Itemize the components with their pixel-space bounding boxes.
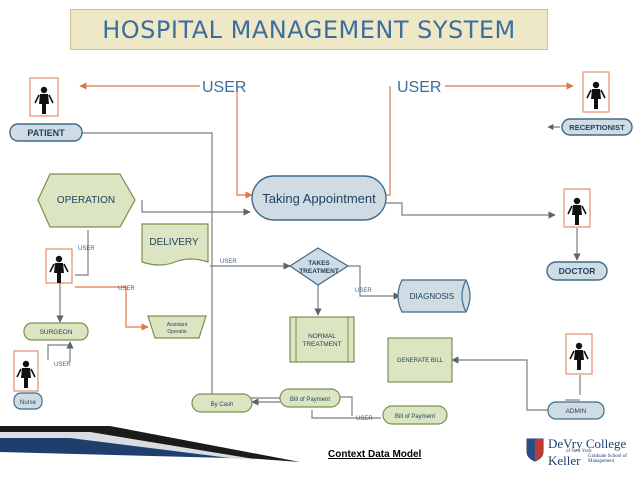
takes-treatment-label-1: TAKES (308, 260, 330, 267)
user-small-6: USER (356, 416, 373, 422)
title-banner: HOSPITAL MANAGEMENT SYSTEM (70, 9, 548, 50)
operation-process (37, 173, 136, 228)
normal-treatment-label-1: NORMAL (308, 333, 336, 340)
assistant-op-label-2: Operatio (167, 329, 186, 335)
logo-line1-sub: of New York (566, 449, 592, 454)
nurse-label: Nurse (20, 400, 37, 406)
bill-of-payment-label-2: Bill of Payment (395, 414, 435, 420)
diagram-caption: Context Data Model (328, 449, 422, 460)
takes-treatment-label-2: TREATMENT (299, 268, 339, 275)
receptionist-label: RECEPTIONIST (569, 123, 625, 132)
bill-of-payment-label-1: Bill of Payment (290, 397, 330, 403)
user-label-right: USER (397, 79, 441, 96)
patient-entity (9, 123, 83, 142)
user-small-4: USER (220, 259, 237, 265)
delivery-label: DELIVERY (149, 237, 199, 248)
generate-bill-process (387, 337, 453, 383)
bottom-swoosh (0, 426, 638, 479)
takes-treatment-decision (288, 247, 350, 286)
doctor-label: DOCTOR (559, 266, 596, 276)
receptionist-actor-icon (582, 71, 610, 113)
patient-label: PATIENT (27, 128, 65, 138)
surgeon-label: SURGEON (40, 329, 73, 336)
assistant-op-label-1: Assistant (167, 322, 188, 328)
doctor-entity (546, 261, 608, 281)
delivery-document (141, 223, 209, 266)
generate-bill-label: GENERATE BILL (397, 358, 444, 364)
logo-line2-sub: Graduate School of Management (588, 454, 627, 464)
nurse-entity (13, 392, 43, 410)
by-cash-label: By Cash (211, 402, 234, 408)
nurse-actor-icon (13, 350, 39, 392)
bill-of-payment-process-2 (382, 405, 448, 425)
connector-lines (47, 86, 581, 419)
normal-treatment-process (289, 316, 355, 363)
page-title: HOSPITAL MANAGEMENT SYSTEM (102, 15, 516, 44)
bill-of-payment-process-1 (279, 388, 341, 408)
taking-appointment-label: Taking Appointment (262, 191, 376, 206)
operation-label: OPERATION (57, 195, 115, 206)
user-label-left: USER (202, 79, 246, 96)
user-small-1: USER (78, 246, 95, 252)
surgeon-entity (23, 322, 89, 341)
diagnosis-label: DIAGNOSIS (410, 292, 454, 301)
college-logo: DeVry College of New York Keller Graduat… (524, 436, 632, 470)
patient-actor-icon (29, 77, 59, 117)
by-cash-process (191, 393, 253, 413)
doctor-actor-icon (563, 188, 591, 228)
shield-icon (526, 438, 544, 462)
receptionist-entity (561, 118, 633, 136)
surgeon-actor-icon (45, 248, 73, 284)
admin-entity (547, 401, 605, 420)
assistant-operation-process (147, 315, 207, 339)
user-small-2: USER (118, 286, 135, 292)
admin-label: ADMIN (566, 408, 587, 415)
taking-appointment-process (251, 175, 387, 221)
user-small-5: USER (355, 288, 372, 294)
logo-line1: DeVry College (548, 436, 627, 451)
user-small-3: USER (54, 362, 71, 368)
admin-actor-icon (565, 333, 593, 375)
logo-line2: Keller (548, 453, 581, 468)
normal-treatment-label-2: TREATMENT (302, 341, 341, 348)
